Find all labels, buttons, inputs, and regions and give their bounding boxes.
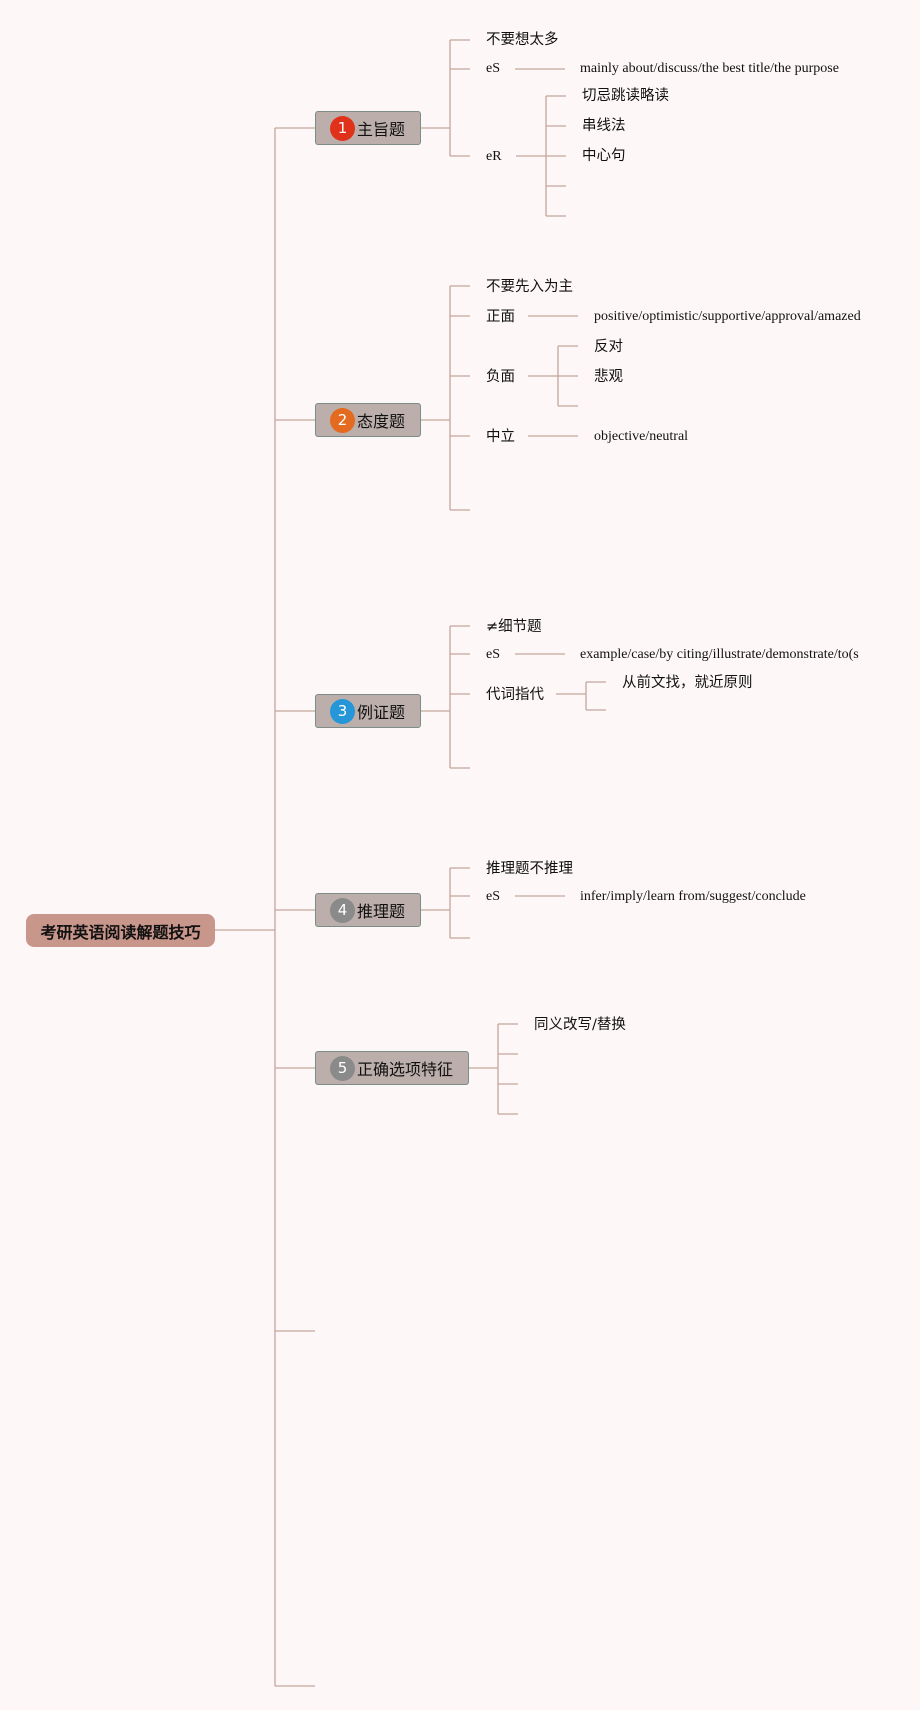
node-positive-keywords[interactable]: positive/optimistic/supportive/approval/… <box>594 309 861 324</box>
node-no-inference[interactable]: 推理题不推理 <box>486 861 573 877</box>
node-neutral-keywords[interactable]: objective/neutral <box>594 429 689 444</box>
root-node[interactable]: 考研英语阅读解题技巧 <box>26 914 215 947</box>
node-no-skimming[interactable]: 切忌跳读略读 <box>582 88 669 104</box>
node-pessimistic[interactable]: 悲观 <box>594 369 623 385</box>
root-label: 考研英语阅读解题技巧 <box>40 922 201 942</box>
number-2-badge-icon: 2 <box>330 407 355 433</box>
topic-label: 正确选项特征 <box>357 1060 454 1079</box>
node-paraphrase[interactable]: 同义改写/替换 <box>534 1017 626 1033</box>
topic-example[interactable]: 3 例证题 <box>315 694 421 728</box>
node-oppose[interactable]: 反对 <box>594 339 623 355</box>
topic-label: 态度题 <box>357 412 406 431</box>
number-4-badge-icon: 4 <box>330 897 355 923</box>
node-es[interactable]: eS <box>486 647 500 662</box>
topic-attitude[interactable]: 2 态度题 <box>315 403 421 437</box>
node-negative[interactable]: 负面 <box>486 369 515 385</box>
node-nearest-principle[interactable]: 从前文找，就近原则 <box>622 675 753 691</box>
topic-label: 主旨题 <box>357 120 406 139</box>
node-neutral[interactable]: 中立 <box>486 429 515 445</box>
node-inference-keywords[interactable]: infer/imply/learn from/suggest/conclude <box>580 889 806 904</box>
node-topic-sentence[interactable]: 中心句 <box>582 148 626 164</box>
node-example-keywords[interactable]: example/case/by citing/illustrate/demons… <box>580 647 859 662</box>
topic-label: 推理题 <box>357 902 406 921</box>
number-5-badge-icon: 5 <box>330 1055 355 1081</box>
number-1-badge-icon: 1 <box>330 115 355 141</box>
node-string-method[interactable]: 串线法 <box>582 118 626 134</box>
number-3-badge-icon: 3 <box>330 698 355 724</box>
node-dont-overthink[interactable]: 不要想太多 <box>486 32 559 48</box>
topic-label: 例证题 <box>357 703 406 722</box>
topic-inference[interactable]: 4 推理题 <box>315 893 421 927</box>
node-er[interactable]: eR <box>486 149 502 164</box>
node-positive[interactable]: 正面 <box>486 309 515 325</box>
node-pronoun-reference[interactable]: 代词指代 <box>486 687 544 703</box>
node-not-detail[interactable]: ≠细节题 <box>486 619 542 635</box>
topic-correct-option[interactable]: 5 正确选项特征 <box>315 1051 469 1085</box>
topic-main-idea[interactable]: 1 主旨题 <box>315 111 421 145</box>
node-es[interactable]: eS <box>486 889 500 904</box>
node-no-preconception[interactable]: 不要先入为主 <box>486 279 573 295</box>
node-es[interactable]: eS <box>486 61 500 76</box>
node-es-keywords[interactable]: mainly about/discuss/the best title/the … <box>580 61 839 76</box>
